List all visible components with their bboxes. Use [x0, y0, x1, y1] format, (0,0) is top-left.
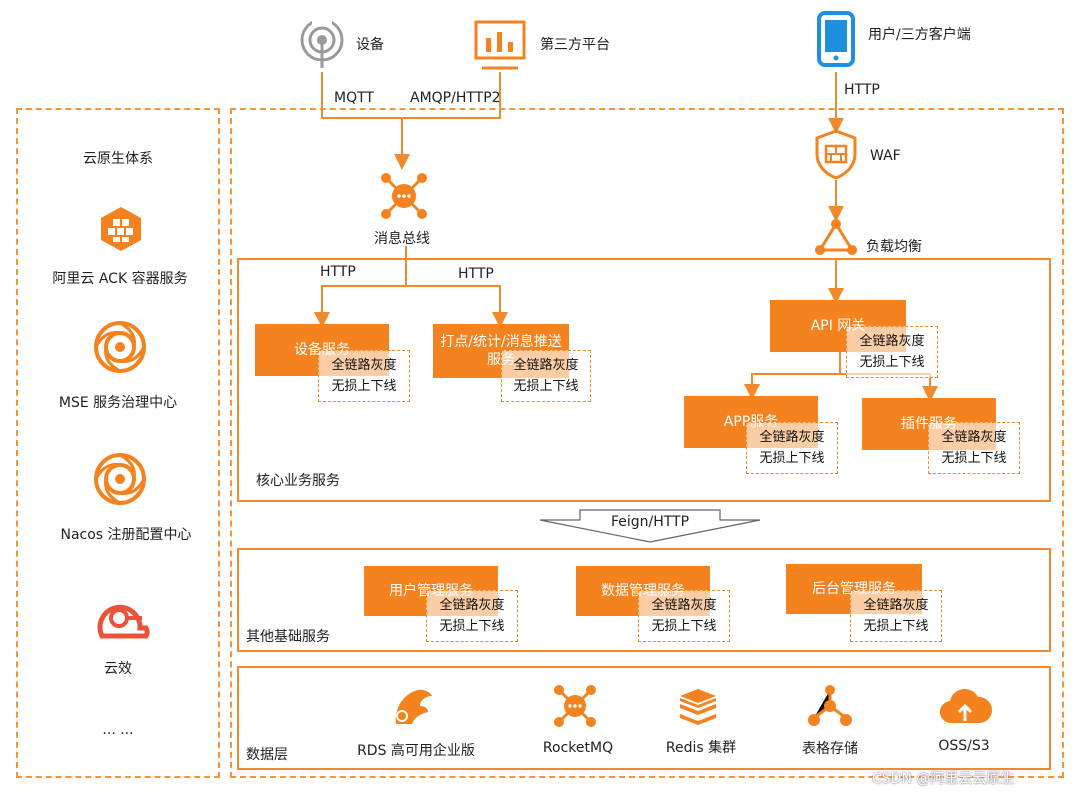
- third-party-icon: [474, 20, 526, 70]
- device-icon: [300, 16, 344, 68]
- base-title: 其他基础服务: [246, 629, 330, 645]
- data-item-oss: OSS/S3: [938, 738, 990, 754]
- tag-graceful-online: 无损上下线: [859, 355, 925, 370]
- tag-gray-release: 全链路灰度: [941, 430, 1007, 445]
- tag-graceful-online: 无损上下线: [439, 619, 505, 634]
- tag-graceful-online: 无损上下线: [651, 619, 717, 634]
- load-balancer-icon: [815, 219, 857, 255]
- bus-label: 消息总线: [374, 231, 430, 247]
- bus-http-left-label: HTTP: [320, 264, 356, 280]
- api-gateway-tag: 全链路灰度 无损上下线: [846, 326, 938, 378]
- cloud-native-sidebar: [16, 108, 220, 778]
- core-business-box: [237, 258, 1051, 502]
- data-item-rocketmq: RocketMQ: [542, 740, 614, 756]
- app-service-tag: 全链路灰度 无损上下线: [746, 422, 838, 474]
- client-http-label: HTTP: [844, 82, 880, 98]
- backend-mgmt-tag: 全链路灰度 无损上下线: [850, 590, 942, 642]
- data-item-redis: Redis 集群: [665, 740, 737, 756]
- nacos-icon: [94, 453, 146, 505]
- sidebar-item-yunxiao: 云效: [104, 661, 132, 677]
- mse-icon: [94, 321, 146, 373]
- redis-icon: [680, 689, 716, 725]
- tag-graceful-online: 无损上下线: [941, 451, 1007, 466]
- tag-gray-release: 全链路灰度: [759, 430, 825, 445]
- base-services-box: [237, 548, 1051, 652]
- amqp-label: AMQP/HTTP2: [410, 90, 501, 106]
- tag-gray-release: 全链路灰度: [439, 598, 505, 613]
- data-mgmt-tag: 全链路灰度 无损上下线: [638, 590, 730, 642]
- yunxiao-icon: [97, 604, 150, 639]
- tag-graceful-online: 无损上下线: [863, 619, 929, 634]
- user-mgmt-tag: 全链路灰度 无损上下线: [426, 590, 518, 642]
- mobile-client-icon: [817, 11, 855, 67]
- sidebar-more: ... ...: [102, 722, 134, 738]
- tag-graceful-online: 无损上下线: [331, 379, 397, 394]
- tag-graceful-online: 无损上下线: [759, 451, 825, 466]
- third-party-label: 第三方平台: [540, 37, 610, 53]
- mqtt-label: MQTT: [334, 90, 374, 106]
- bus-http-right-label: HTTP: [458, 266, 494, 282]
- message-bus-icon: [381, 173, 427, 219]
- watermark: CSDN @阿里云云原生: [872, 771, 1015, 787]
- main-frame: [230, 108, 1064, 778]
- table-store-icon: [808, 685, 852, 726]
- waf-label: WAF: [870, 148, 901, 164]
- sidebar-title: 云原生体系: [83, 151, 153, 167]
- sidebar-item-ack: 阿里云 ACK 容器服务: [52, 271, 188, 287]
- plugin-service-tag: 全链路灰度 无损上下线: [928, 422, 1020, 474]
- tag-gray-release: 全链路灰度: [863, 598, 929, 613]
- waf-shield-icon: [815, 129, 857, 180]
- oss-icon: [939, 688, 993, 724]
- ack-icon: [101, 207, 141, 251]
- data-item-table-store: 表格存储: [802, 741, 858, 757]
- tag-gray-release: 全链路灰度: [651, 598, 717, 613]
- tag-graceful-online: 无损上下线: [513, 379, 579, 394]
- lb-label: 负载均衡: [866, 239, 922, 255]
- sidebar-item-mse: MSE 服务治理中心: [58, 395, 178, 411]
- feign-http-label: Feign/HTTP: [610, 514, 690, 530]
- data-layer-box: [237, 666, 1051, 770]
- tag-gray-release: 全链路灰度: [859, 334, 925, 349]
- data-layer-title: 数据层: [246, 747, 288, 763]
- device-service-tag: 全链路灰度 无损上下线: [318, 350, 410, 402]
- push-service-tag: 全链路灰度 无损上下线: [501, 350, 591, 402]
- rocketmq-icon: [554, 685, 596, 727]
- tag-gray-release: 全链路灰度: [513, 358, 579, 373]
- rds-icon: [395, 689, 432, 724]
- sidebar-item-nacos: Nacos 注册配置中心: [60, 527, 192, 543]
- data-item-rds: RDS 高可用企业版: [357, 743, 475, 759]
- tag-gray-release: 全链路灰度: [331, 358, 397, 373]
- device-label: 设备: [356, 37, 384, 53]
- core-title: 核心业务服务: [256, 473, 340, 489]
- client-label: 用户/三方客户端: [868, 27, 971, 43]
